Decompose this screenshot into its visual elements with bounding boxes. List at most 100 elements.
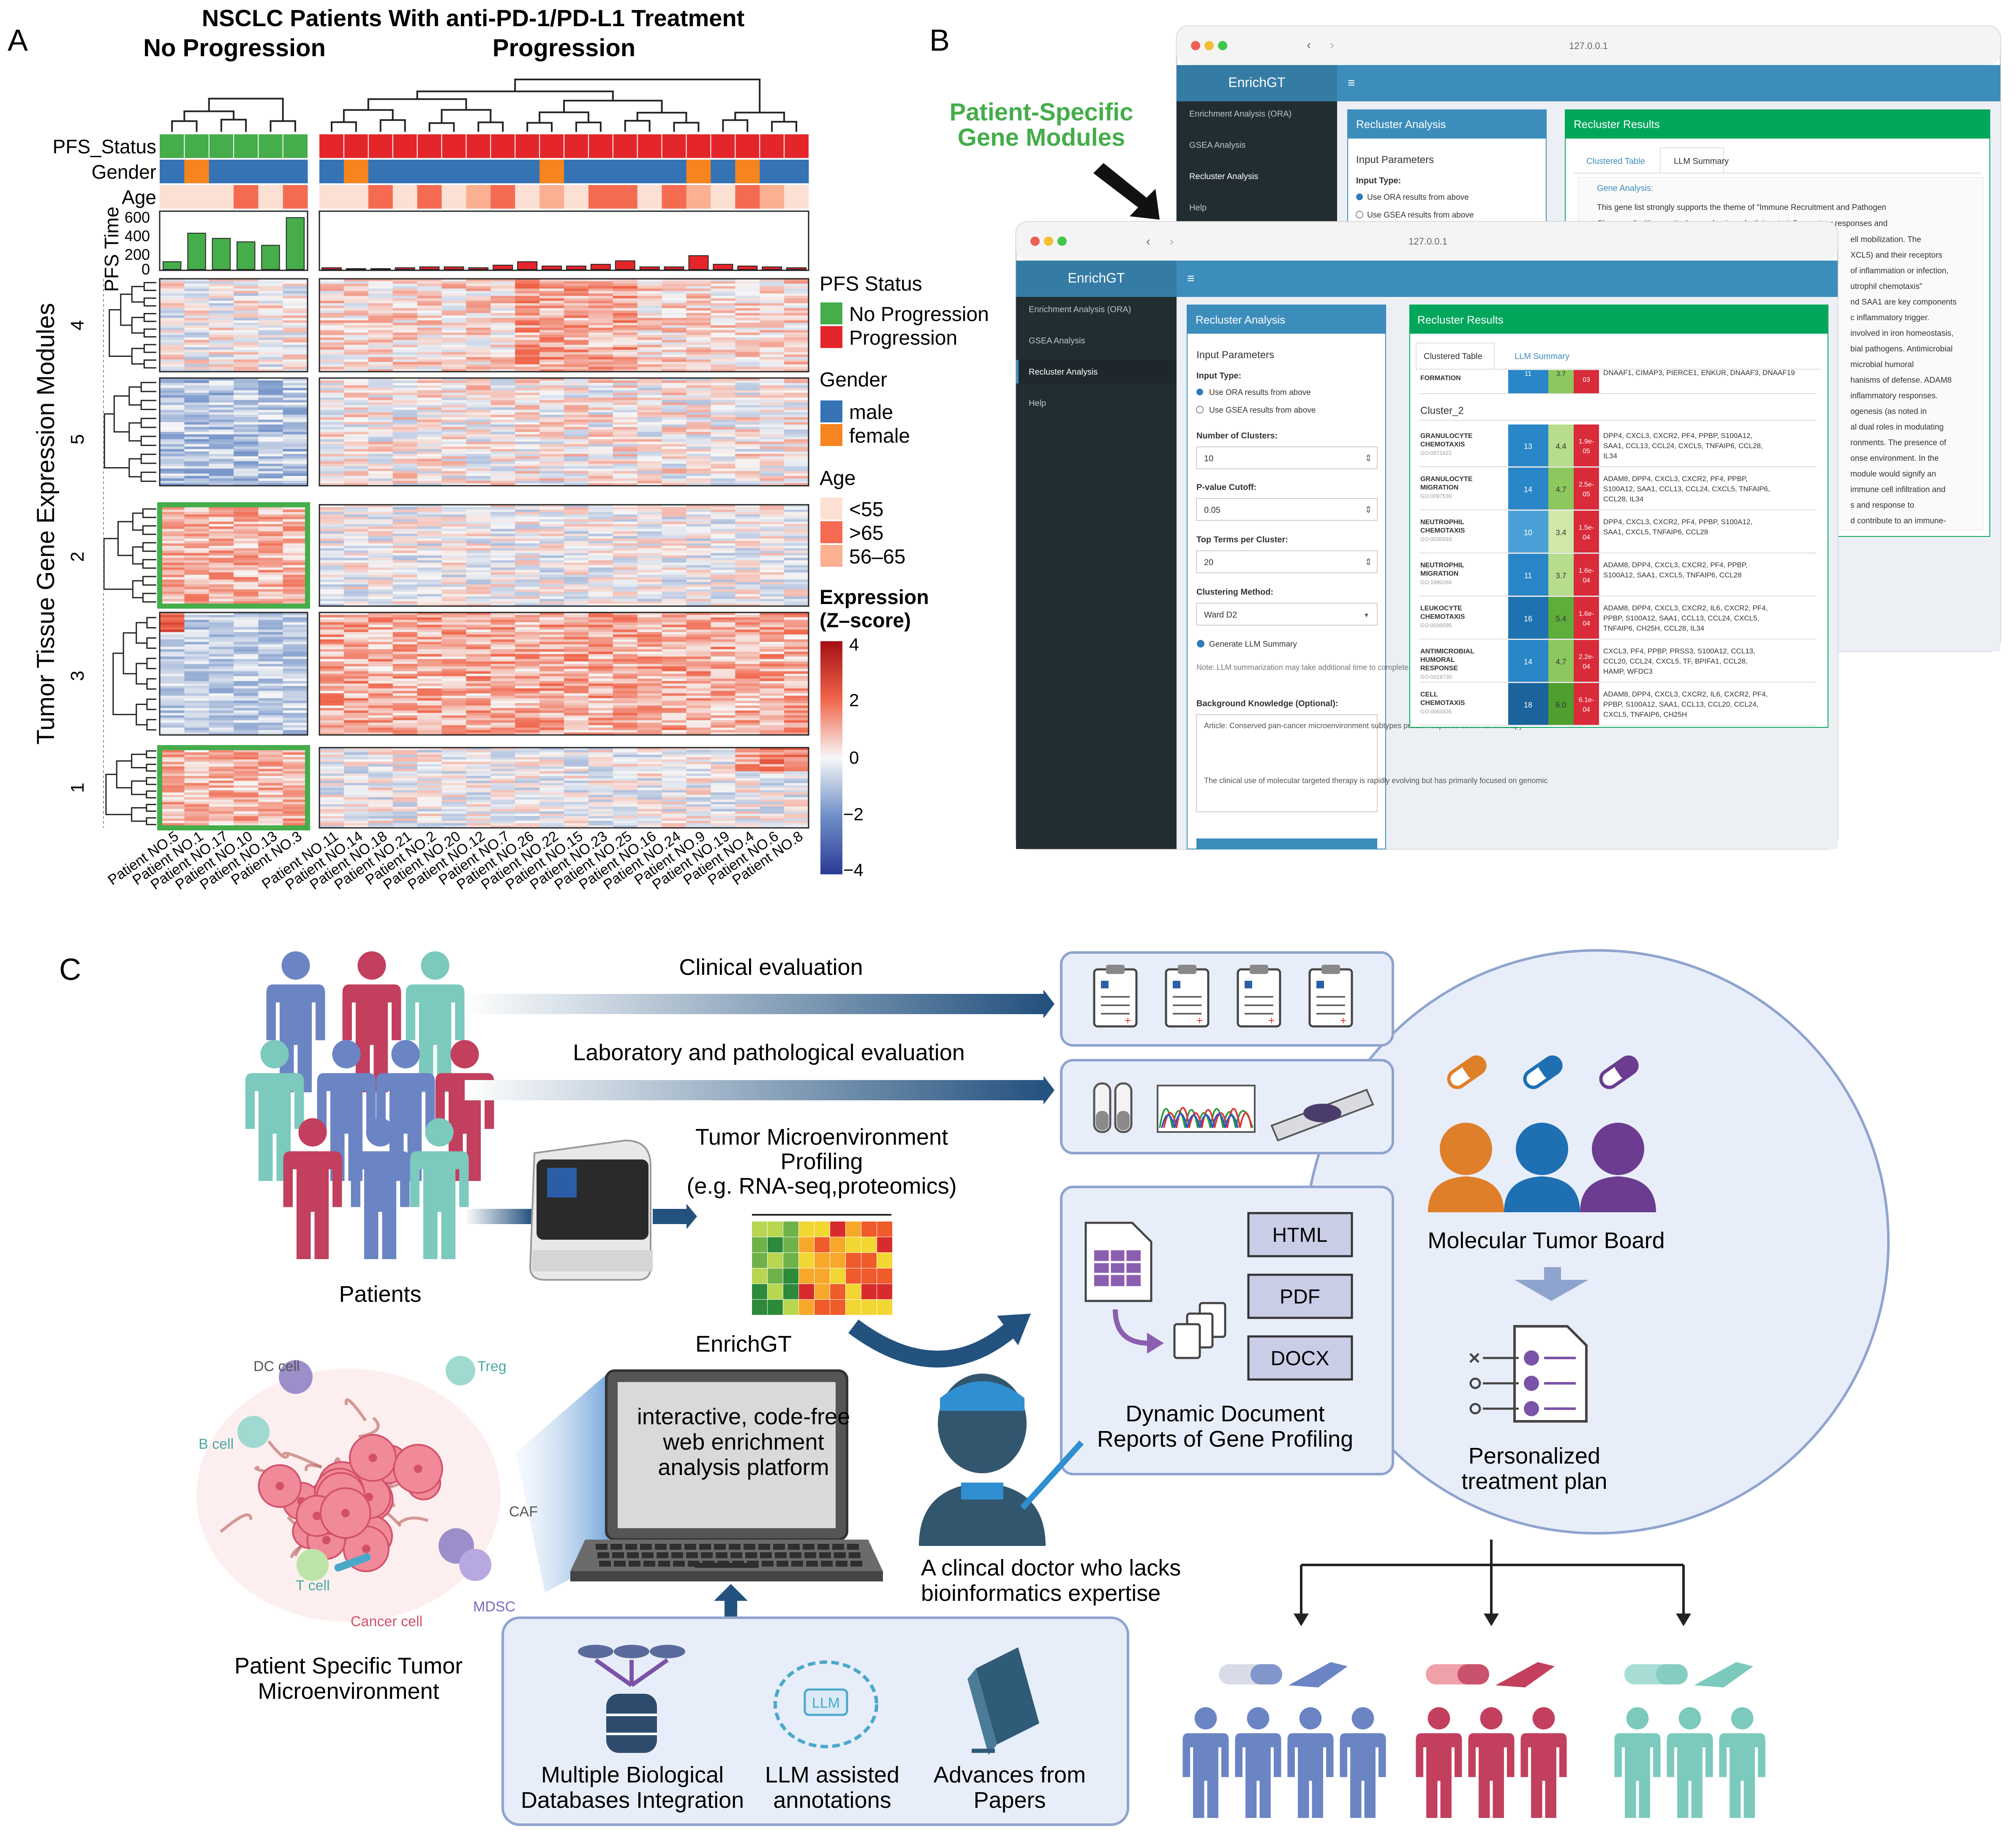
heatmap-cell (160, 310, 185, 313)
heatmap-cell (490, 419, 515, 422)
heatmap-cell (490, 582, 515, 585)
heatmap-cell (417, 526, 442, 529)
heatmap-cell (283, 417, 308, 420)
heatmap-cell (613, 649, 638, 652)
heatmap-cell (637, 669, 662, 672)
heatmap-cell (711, 400, 736, 403)
heatmap-cell (184, 582, 210, 585)
heatmap-cell (319, 522, 344, 525)
heatmap-cell (234, 705, 259, 708)
heatmap-cell (368, 615, 393, 618)
heatmap-cell (613, 604, 638, 607)
heatmap-cell (662, 478, 687, 482)
heatmap-cell (539, 604, 564, 607)
heatmap-cell (735, 688, 760, 691)
heatmap-cell (234, 591, 259, 595)
heatmap-cell (760, 582, 785, 585)
heatmap-cell (234, 582, 259, 585)
heatmap-cell (258, 526, 283, 529)
heatmap-cell (160, 301, 185, 304)
heatmap-cell (258, 821, 283, 824)
heatmap-cell (283, 476, 308, 479)
dendro-branch (771, 121, 798, 132)
heatmap-cell (735, 594, 760, 597)
heatmap-cell (711, 654, 736, 657)
heatmap-cell (515, 553, 540, 556)
heatmap-cell (662, 649, 687, 652)
heatmap-cell (184, 783, 210, 786)
heatmap-cell (466, 342, 491, 345)
heatmap-cell (209, 625, 234, 628)
heatmap-cell (515, 577, 540, 580)
heatmap-cell (319, 572, 344, 575)
heatmap-cell (760, 693, 785, 696)
heatmap-cell (466, 359, 491, 362)
heatmap-cell (539, 390, 564, 393)
heatmap-cell (784, 703, 809, 706)
heatmap-cell (539, 661, 564, 664)
heatmap-cell (588, 405, 613, 408)
heatmap-cell (209, 466, 234, 469)
heatmap-cell (392, 323, 418, 326)
heatmap-cell (319, 688, 344, 691)
heatmap-cell (160, 380, 185, 384)
heatmap-cell (184, 419, 210, 422)
heatmap-cell (209, 473, 234, 476)
heatmap-cell (686, 362, 711, 365)
heatmap-cell (588, 332, 613, 335)
heatmap-cell (735, 674, 760, 677)
heatmap-cell (515, 410, 540, 413)
heatmap-cell (637, 750, 662, 753)
heatmap-cell (184, 541, 210, 544)
heatmap-cell (515, 345, 540, 348)
heatmap-cell (441, 359, 466, 362)
heatmap-cell (283, 434, 308, 437)
heatmap-cell (258, 693, 283, 696)
heatmap-cell (711, 669, 736, 672)
heatmap-cell (515, 367, 540, 370)
heatmap-cell (490, 509, 515, 512)
heatmap-cell (515, 674, 540, 677)
heatmap-cell (283, 550, 308, 553)
heatmap-cell (466, 681, 491, 684)
heatmap-cell (637, 529, 662, 532)
heatmap-cell (417, 517, 442, 520)
heatmap-cell (184, 814, 210, 816)
heatmap-cell (686, 468, 711, 471)
heatmap-cell (160, 727, 185, 730)
heatmap-cell (588, 644, 613, 647)
heatmap-cell (686, 647, 711, 650)
heatmap-cell (184, 574, 210, 578)
heatmap-cell (184, 301, 210, 304)
heatmap-cell (613, 637, 638, 640)
heatmap-cell (343, 555, 369, 558)
heatmap-cell (258, 364, 283, 367)
heatmap-cell (234, 354, 259, 357)
heatmap-cell (662, 591, 687, 595)
heatmap-cell (564, 533, 589, 536)
heatmap-cell (711, 599, 736, 602)
heatmap-cell (515, 625, 540, 628)
heatmap-cell (343, 332, 369, 335)
heatmap-cell (417, 461, 442, 464)
heatmap-cell (735, 437, 760, 440)
heatmap-cell (613, 678, 638, 681)
gender-cell (368, 160, 393, 183)
heatmap-cell (184, 666, 210, 669)
heatmap-cell (258, 627, 283, 630)
heatmap-cell (711, 405, 736, 408)
heatmap-cell (417, 444, 442, 447)
heatmap-cell (564, 301, 589, 304)
heatmap-cell (258, 750, 283, 753)
heatmap-cell (258, 449, 283, 452)
heatmap-cell (368, 320, 393, 323)
heatmap-cell (539, 466, 564, 469)
heatmap-cell (258, 303, 283, 306)
heatmap-cell (368, 656, 393, 659)
heatmap-cell (319, 698, 344, 701)
heatmap-cell (662, 693, 687, 696)
heatmap-cell (441, 582, 466, 585)
heatmap-cell (258, 710, 283, 713)
heatmap-cell (539, 397, 564, 400)
heatmap-cell (441, 308, 466, 311)
